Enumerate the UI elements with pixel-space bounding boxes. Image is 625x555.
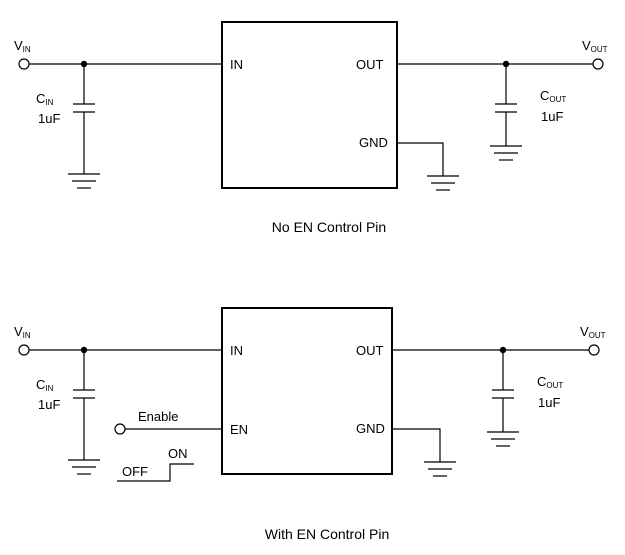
- cout-label: COUT: [540, 88, 566, 104]
- vout-label: VOUT: [580, 324, 606, 340]
- circuit-no-en: VIN VOUT CIN 1uF COUT 1uF IN OUT GND No …: [14, 21, 608, 235]
- enable-label: Enable: [138, 409, 178, 424]
- cin-value: 1uF: [38, 397, 60, 412]
- pin-in-label: IN: [230, 343, 243, 358]
- ground-symbol: [424, 461, 456, 477]
- ground-symbol: [68, 173, 100, 189]
- pin-gnd-label: GND: [356, 421, 385, 436]
- cout-capacitor: [495, 64, 517, 146]
- regulator-ic: [221, 307, 393, 475]
- pin-in-label: IN: [230, 57, 243, 72]
- pin-gnd-label: GND: [359, 135, 388, 150]
- pin-out-label: OUT: [356, 343, 384, 358]
- vout-label: VOUT: [582, 38, 608, 54]
- vout-terminal: [588, 344, 600, 356]
- regulator-ic: [221, 21, 398, 189]
- caption-no-en: No EN Control Pin: [272, 219, 386, 235]
- enable-terminal: [114, 423, 126, 435]
- gnd-wire: [397, 142, 444, 176]
- cin-label: CIN: [36, 91, 54, 107]
- vin-label: VIN: [14, 324, 31, 340]
- caption-with-en: With EN Control Pin: [265, 526, 389, 542]
- cin-capacitor: [73, 350, 95, 460]
- enable-step-waveform: [117, 463, 194, 482]
- ground-symbol: [490, 145, 522, 161]
- pin-out-label: OUT: [356, 57, 384, 72]
- ground-symbol: [68, 459, 100, 475]
- ground-symbol: [487, 431, 519, 447]
- cin-capacitor: [73, 64, 95, 174]
- cout-value: 1uF: [538, 395, 560, 410]
- cout-value: 1uF: [541, 109, 563, 124]
- vin-label: VIN: [14, 38, 31, 54]
- ground-symbol: [427, 175, 459, 191]
- cout-capacitor: [492, 350, 514, 432]
- cin-label: CIN: [36, 377, 54, 393]
- vin-terminal: [18, 344, 30, 356]
- off-label: OFF: [122, 464, 148, 479]
- vout-terminal: [592, 58, 604, 70]
- on-label: ON: [168, 446, 188, 461]
- circuit-with-en: VIN VOUT CIN 1uF COUT 1uF IN OUT EN GND …: [14, 307, 606, 542]
- vin-terminal: [18, 58, 30, 70]
- cout-label: COUT: [537, 374, 563, 390]
- pin-en-label: EN: [230, 422, 248, 437]
- gnd-wire: [392, 428, 441, 462]
- cin-value: 1uF: [38, 111, 60, 126]
